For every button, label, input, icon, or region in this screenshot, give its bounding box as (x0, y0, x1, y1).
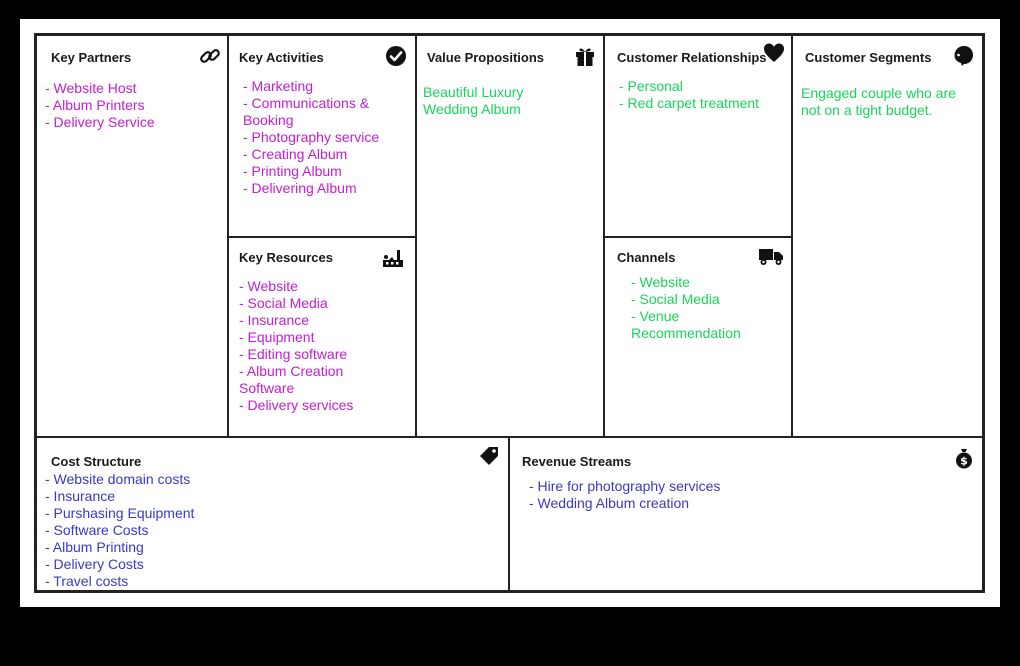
list-item: - Website domain costs (45, 471, 191, 487)
channels-title: Channels (617, 250, 676, 265)
value-propositions-title: Value Propositions (427, 50, 545, 65)
list-item: - Wedding Album creation (529, 495, 690, 511)
heart-icon (764, 43, 784, 62)
key-partners-list: - Website Host - Album Printers - Delive… (45, 80, 155, 131)
key-partners-block: Key Partners - Website Host - Album Prin… (37, 36, 227, 436)
list-item: - Purshasing Equipment (45, 505, 195, 521)
list-item: - Marketing (243, 78, 314, 94)
customer-relationships-title: Customer Relationships (617, 50, 767, 65)
key-activities-title: Key Activities (239, 50, 324, 65)
customer-relationships-block: Customer Relationships - Personal - Red … (603, 36, 791, 236)
customer-relationships-list: - Personal - Red carpet treatment (619, 78, 759, 112)
key-resources-title: Key Resources (239, 250, 333, 265)
list-item: - Album Printing (45, 539, 144, 555)
list-item: - Social Media (631, 291, 720, 307)
list-item: not on a tight budget. (801, 102, 933, 118)
channels-list: - Website - Social Media - Venue Recomme… (631, 274, 791, 342)
revenue-streams-block: Revenue Streams $ - Hire for photography… (508, 436, 982, 590)
head-icon (954, 46, 973, 66)
list-item: Software (239, 380, 295, 396)
truck-icon (759, 249, 783, 265)
key-partners-title: Key Partners (51, 50, 132, 65)
customer-segments-block: Customer Segments Engaged couple who are… (791, 36, 982, 436)
money-bag-icon: $ (956, 449, 972, 469)
list-item: - Album Creation (239, 363, 344, 379)
key-activities-list: - Marketing - Communications & Booking -… (243, 78, 379, 197)
key-resources-list: - Website - Social Media - Insurance - E… (239, 278, 353, 414)
list-item: Wedding Album (423, 101, 521, 117)
list-item: - Venue Recommendation (631, 308, 741, 341)
key-resources-block: Key Resources - Website - Social Media -… (227, 236, 415, 436)
cost-structure-block: Cost Structure - Website domain costs - … (37, 436, 508, 590)
list-item: - Red carpet treatment (619, 95, 760, 111)
svg-text:$: $ (960, 455, 968, 468)
list-item: - Social Media (239, 295, 328, 311)
list-item: - Software Costs (45, 522, 149, 538)
list-item: - Delivery Costs (45, 556, 144, 572)
cost-structure-title: Cost Structure (51, 454, 142, 469)
list-item: - Printing Album (243, 163, 342, 179)
list-item: - Insurance (45, 488, 116, 504)
check-circle-icon (386, 46, 406, 66)
price-tag-icon (480, 447, 498, 465)
list-item: - Website Host (45, 80, 137, 96)
list-item: - Hire for photography services (529, 478, 721, 494)
list-item: - Delivery services (239, 397, 354, 413)
channels-block: Channels - Website - Social Media - Venu… (603, 236, 791, 436)
list-item: - Editing software (239, 346, 348, 362)
list-item: - Website (631, 274, 690, 290)
list-item: Engaged couple who are (801, 85, 956, 101)
value-propositions-block: Value Propositions Beautiful Luxury Wedd… (415, 36, 603, 436)
list-item: - Creating Album (243, 146, 348, 162)
key-activities-block: Key Activities - Marketing - Communicati… (227, 36, 415, 236)
list-item: - Insurance (239, 312, 310, 328)
business-model-canvas: Key Partners - Website Host - Album Prin… (34, 33, 985, 593)
list-item: - Photography service (243, 129, 380, 145)
factory-icon (383, 250, 403, 267)
list-item: Beautiful Luxury (423, 84, 524, 100)
list-item: - Equipment (239, 329, 315, 345)
revenue-streams-list: - Hire for photography services - Weddin… (529, 478, 720, 512)
customer-segments-title: Customer Segments (805, 50, 932, 65)
revenue-streams-title: Revenue Streams (522, 454, 632, 469)
list-item: - Delivery Service (45, 114, 155, 130)
list-item: - Album Printers (45, 97, 145, 113)
list-item: - Communications & (243, 95, 370, 111)
gift-icon (576, 48, 594, 66)
value-propositions-list: Beautiful Luxury Wedding Album (423, 84, 523, 118)
list-item: - Delivering Album (243, 180, 357, 196)
cost-structure-list: - Website domain costs - Insurance - Pur… (45, 471, 194, 590)
customer-segments-list: Engaged couple who are not on a tight bu… (801, 85, 956, 119)
list-item: Booking (243, 112, 294, 128)
list-item: - Personal (619, 78, 683, 94)
link-icon (200, 49, 220, 63)
list-item: - Travel costs (45, 573, 129, 589)
list-item: - Website (239, 278, 298, 294)
